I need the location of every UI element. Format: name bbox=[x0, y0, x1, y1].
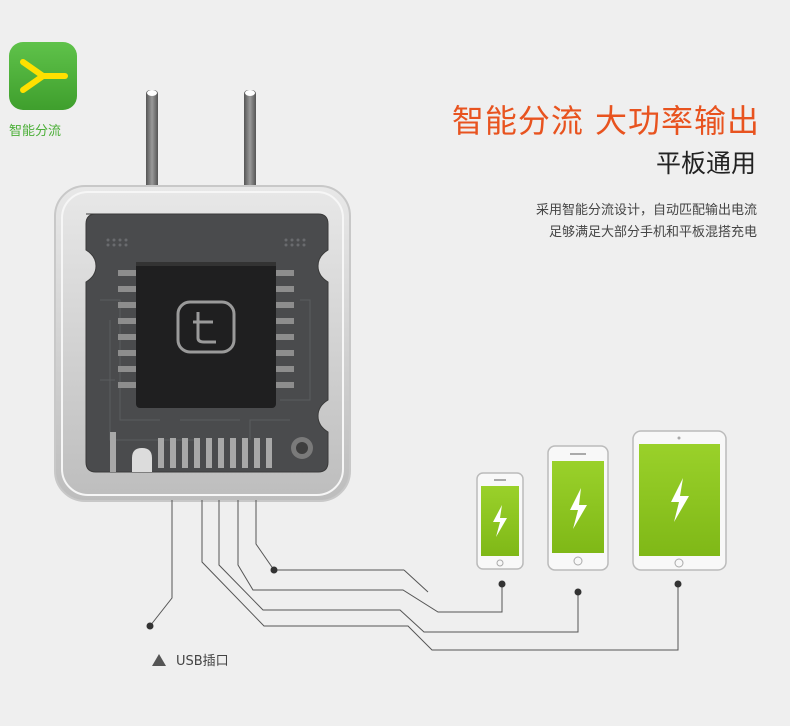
usb-port-legend: USB插口 bbox=[152, 650, 229, 669]
chip-logo-icon bbox=[176, 300, 236, 354]
charging-bolt-icon bbox=[493, 505, 507, 537]
description-line-2: 足够满足大部分手机和平板混搭充电 bbox=[548, 225, 757, 240]
chip-pins bbox=[118, 270, 294, 388]
badge-label: 智能分流 bbox=[9, 124, 62, 139]
description-line-1: 采用智能分流设计，自动匹配输出电流 bbox=[535, 203, 757, 218]
feature-description: 采用智能分流设计，自动匹配输出电流 足够满足大部分手机和平板混搭充电 bbox=[427, 200, 757, 244]
triangle-icon bbox=[152, 654, 166, 666]
small-phone bbox=[476, 472, 524, 570]
legend-label: USB插口 bbox=[176, 654, 229, 669]
board-contacts bbox=[110, 432, 272, 472]
output-wiring bbox=[149, 500, 679, 651]
tablet bbox=[632, 430, 727, 571]
charging-bolt-icon bbox=[671, 478, 689, 522]
wiring-endpoints bbox=[146, 566, 682, 630]
circuit-board bbox=[85, 213, 329, 473]
headline-subtitle: 平板通用 bbox=[655, 149, 756, 178]
plug-prongs bbox=[146, 90, 256, 190]
headline-title: 智能分流 大功率输出 bbox=[451, 102, 760, 140]
charging-bolt-icon bbox=[570, 488, 587, 529]
smart-split-badge bbox=[9, 42, 77, 110]
split-y-icon bbox=[20, 59, 68, 93]
large-phone bbox=[547, 445, 609, 571]
